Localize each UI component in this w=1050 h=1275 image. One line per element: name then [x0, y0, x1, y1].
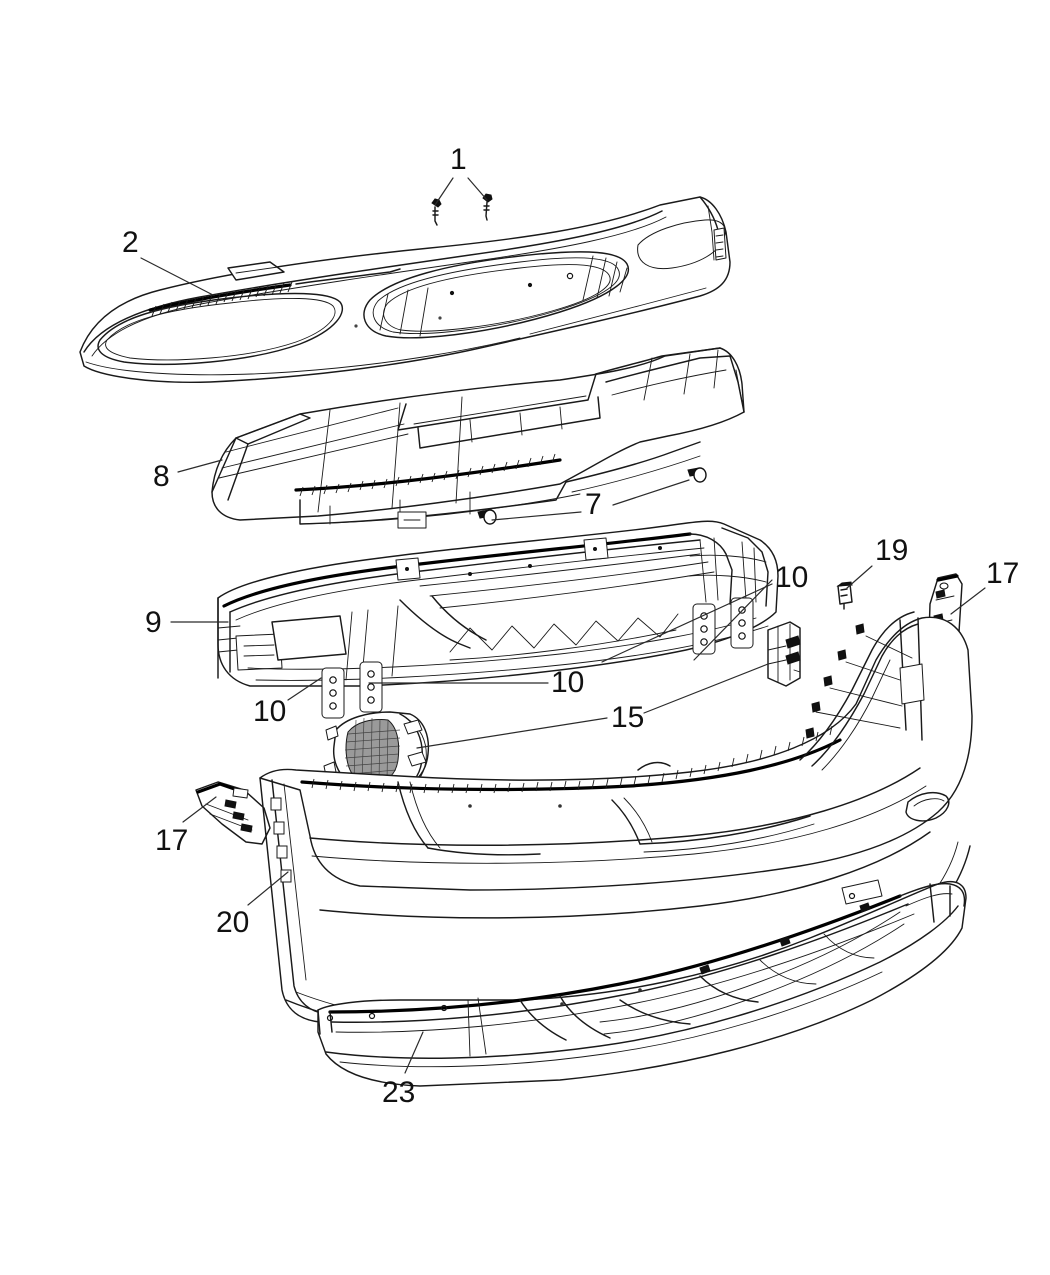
leader-line-17-1	[182, 796, 217, 823]
part-push-pin-fastener-pair	[477, 467, 707, 525]
callout-number-rear-bumper-fascia: 20	[216, 906, 250, 939]
leader-line-19-1	[846, 565, 873, 589]
callout-number-mounting-bracket-plate-center: 10	[551, 666, 585, 699]
part-bumper-reinforcement-beam	[217, 520, 779, 687]
leader-line-15-1	[416, 717, 608, 749]
bracket-plate	[359, 661, 383, 713]
callout-number-retainer-clip: 19	[875, 534, 909, 567]
part-energy-absorber-foam	[211, 347, 745, 529]
callout-number-lower-valance-diffuser: 23	[382, 1076, 416, 1109]
leader-line-20-1	[247, 871, 289, 906]
part-lower-valance-diffuser	[317, 879, 967, 1087]
callout-number-reflector-bracket: 15	[611, 701, 645, 734]
part-reflector-bracket	[767, 621, 801, 687]
part-rear-bumper-fascia	[259, 611, 973, 1042]
part-mesh-grille-insert	[323, 711, 430, 790]
callout-number-mounting-bracket-plate-right: 10	[775, 561, 809, 594]
leader-line-10-1	[287, 677, 322, 701]
part-side-reflector-left	[195, 781, 271, 845]
leader-line-7-2	[612, 479, 690, 506]
bracket-plate	[730, 597, 754, 649]
leader-line-10-1	[693, 579, 773, 661]
leader-line-10-2	[601, 583, 773, 663]
leader-line-8-1	[177, 459, 223, 473]
callout-number-side-reflector-right: 17	[986, 557, 1020, 590]
leader-line-2-1	[140, 257, 214, 296]
part-mounting-bracket-plates	[321, 597, 754, 719]
callout-number-mounting-bracket-plate-left: 10	[253, 695, 287, 728]
leader-line-7-1	[491, 511, 582, 521]
part-upper-closeout-panel	[79, 196, 731, 384]
callout-number-energy-absorber-foam: 8	[153, 460, 170, 493]
bracket-plate	[692, 603, 716, 655]
callout-number-push-pin-fastener-pair: 7	[585, 488, 602, 521]
leader-lines	[140, 177, 986, 1074]
part-retainer-clip-pair	[431, 193, 493, 226]
callout-number-upper-closeout-panel: 2	[122, 226, 139, 259]
part-retainer-clip	[836, 581, 853, 610]
callout-number-retainer-clip-pair: 1	[450, 143, 467, 176]
leader-line-1-2	[467, 177, 488, 201]
leader-line-17-1	[950, 587, 986, 615]
callout-number-bumper-reinforcement-beam: 9	[145, 606, 162, 639]
bracket-plate	[321, 667, 345, 719]
leader-line-1-1	[434, 177, 454, 206]
leader-line-15-2	[643, 663, 769, 714]
callout-number-side-reflector-left: 17	[155, 824, 189, 857]
leader-line-23-1	[404, 1031, 424, 1074]
